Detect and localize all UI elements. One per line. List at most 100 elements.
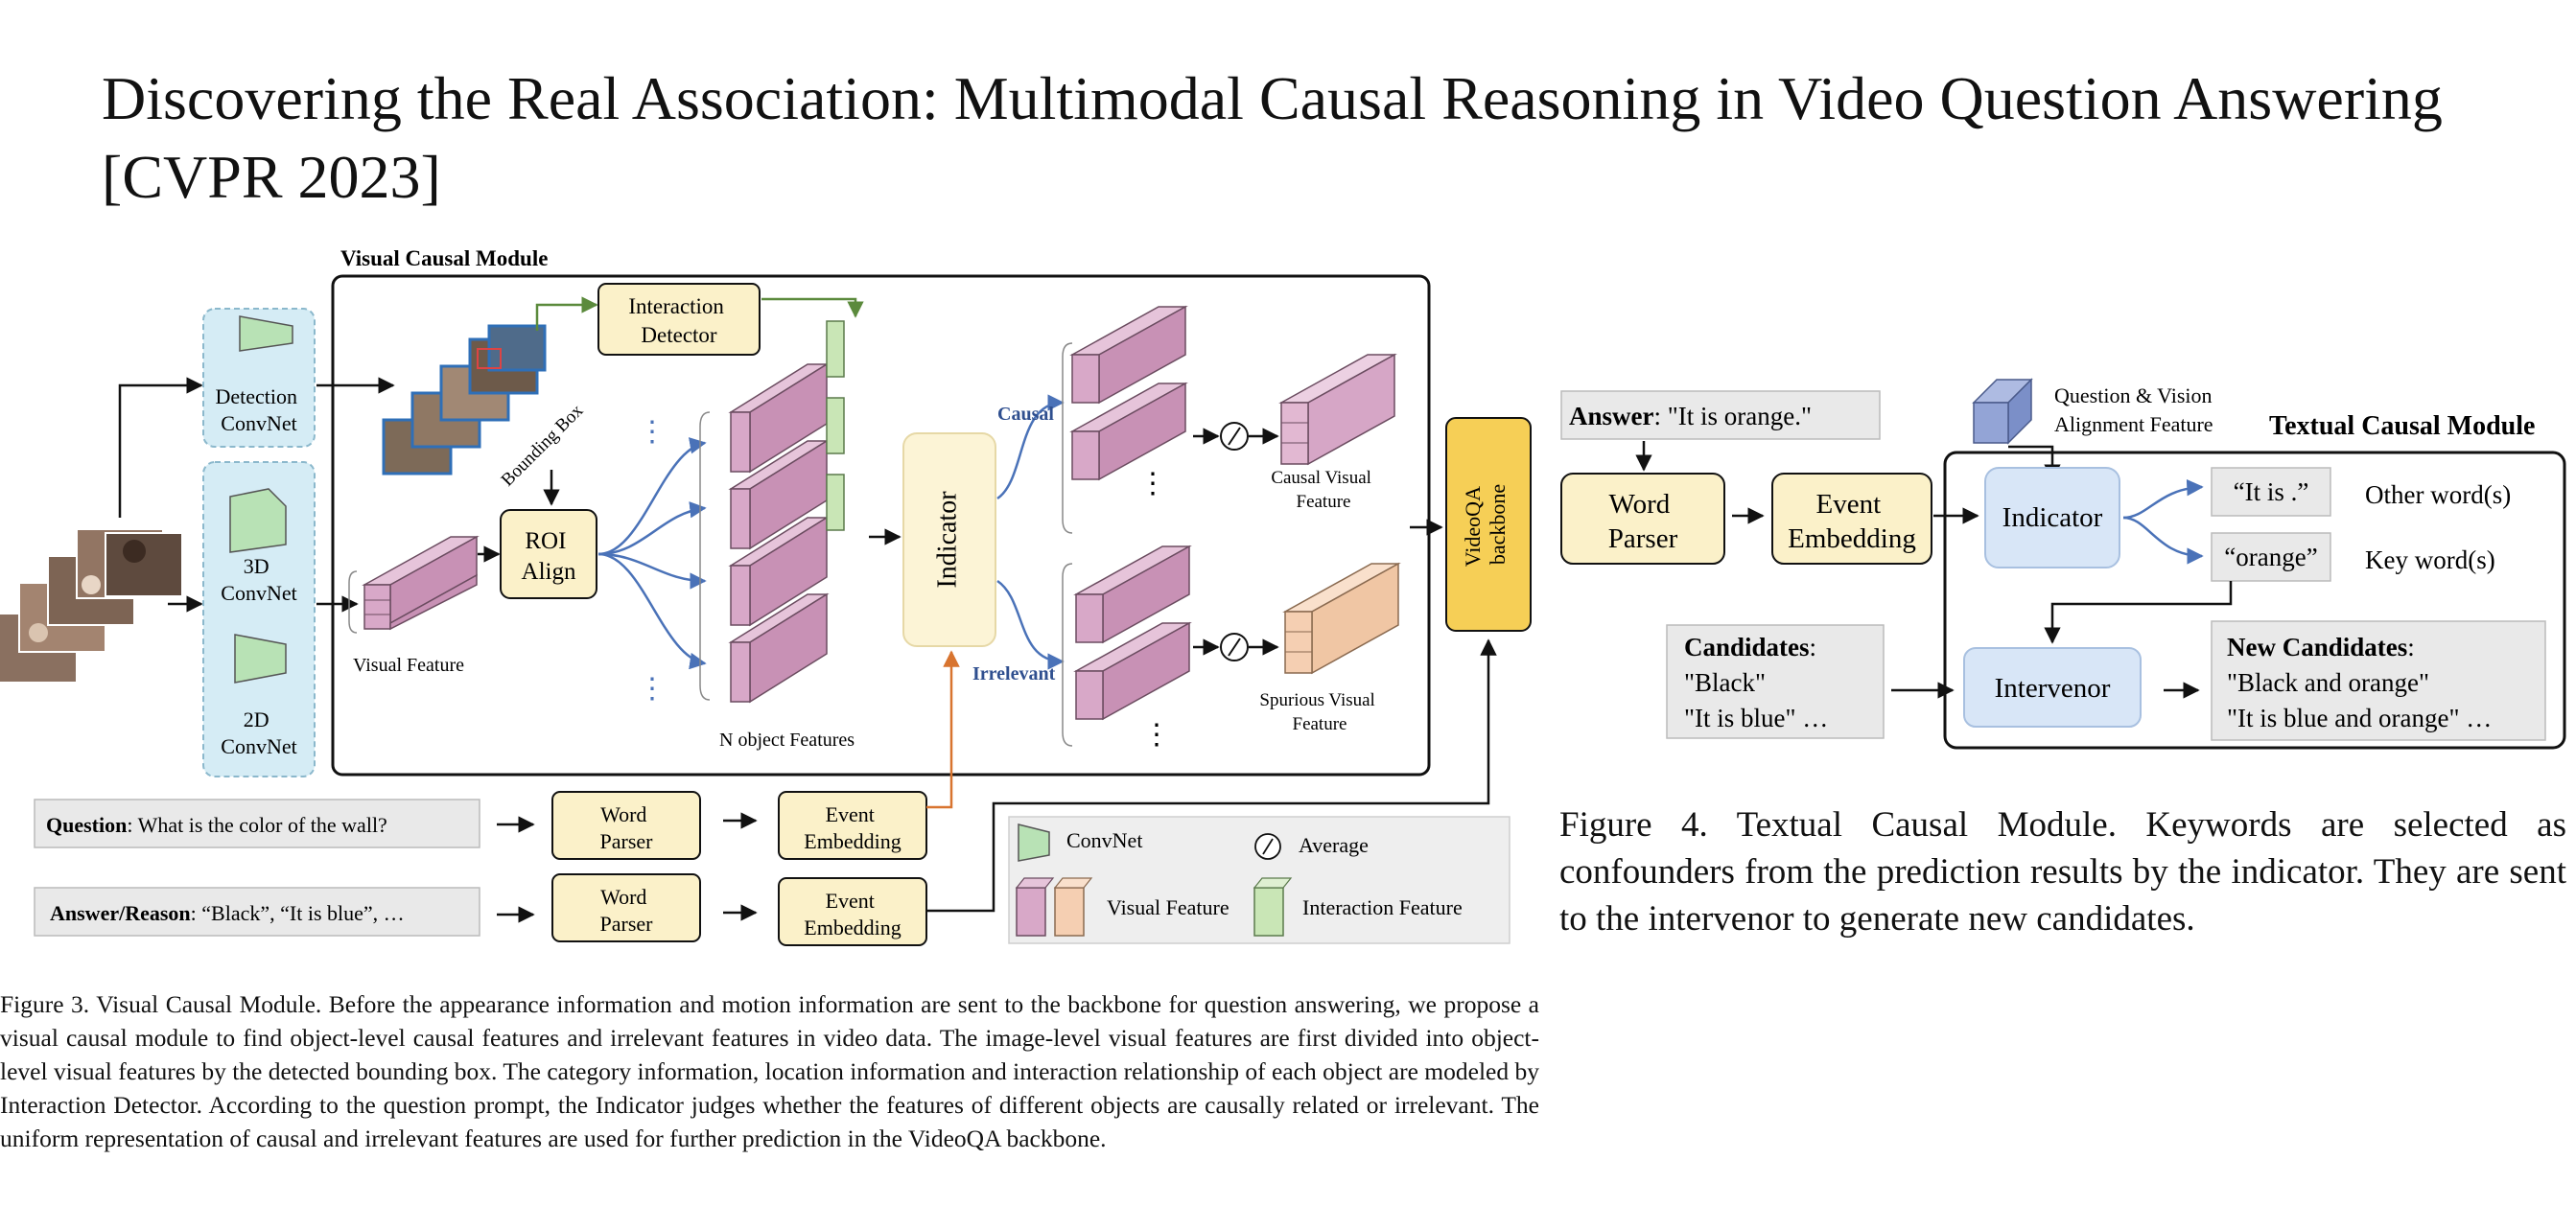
question-text: : What is the color of the wall?	[127, 813, 386, 837]
backbone-line2: backbone	[1486, 484, 1510, 565]
roi-align-line1: ROI	[525, 528, 566, 554]
other-words-label: Other word(s)	[2365, 480, 2511, 509]
event-embedding-q-line2: Embedding	[804, 829, 901, 853]
roi-align-line2: Align	[522, 559, 576, 585]
intervenor-box	[1963, 647, 2142, 728]
arrow-keyword-to-intervenor	[2044, 581, 2233, 644]
textual-causal-module-title: Textual Causal Module	[2269, 411, 2535, 441]
n-object-features-label: N object Features	[719, 730, 855, 751]
candidates-line2: "It is blue" …	[1684, 704, 1828, 732]
question-label: Question	[46, 813, 127, 837]
word-parser-f4-line2: Parser	[1608, 523, 1678, 554]
candidates-box	[1666, 624, 1885, 739]
causal-visual-feature-block	[1278, 353, 1397, 466]
visual-causal-module-title: Visual Causal Module	[340, 246, 548, 270]
roi-fanout-arrows	[597, 437, 707, 670]
svg-text:Interaction Detector: Interaction Detector	[628, 294, 729, 347]
spurious-visual-feature-line1: Spurious Visual	[1259, 690, 1374, 710]
visual-feature-block	[348, 535, 480, 634]
spurious-visual-feature-block	[1282, 562, 1401, 675]
svg-text:Answer/Reason: “Black”, “It is: Answer/Reason: “Black”, “It is blue”, …	[50, 901, 405, 925]
causal-visual-feature-line2: Feature	[1297, 492, 1351, 512]
word-parser-a-box	[551, 873, 701, 942]
svg-text:VideoQA backbone: VideoQA backbone	[1461, 482, 1510, 568]
indicator-box	[902, 432, 996, 647]
interaction-detector-box	[597, 283, 761, 356]
interaction-detector-line2: Detector	[641, 323, 717, 347]
svg-text:Detection ConvNet: Detection ConvNet	[215, 384, 302, 435]
it-is-text: “It is .”	[2234, 477, 2309, 506]
legend-interaction-feature-icon	[1253, 877, 1293, 937]
legend-visual-feature-icon	[1015, 877, 1093, 937]
event-embedding-f4-line2: Embedding	[1788, 523, 1916, 554]
legend-convnet-label: ConvNet	[1066, 828, 1142, 852]
qv-alignment-feature-icon	[1972, 378, 2033, 445]
svg-text:Event Embedding: Event Embedding	[1788, 489, 1916, 554]
conv3d-icon	[229, 488, 287, 553]
object-features-stack	[728, 320, 845, 704]
svg-text:ROI Align: ROI Align	[522, 528, 576, 585]
orange-box	[2211, 532, 2331, 582]
figure-4: Answer: "It is orange." Question & Visio…	[1560, 378, 2566, 750]
backbone-line1: VideoQA	[1461, 486, 1485, 567]
detection-convnet-icon	[239, 315, 293, 352]
object-features-brace	[699, 411, 711, 701]
svg-text:Candidates:: Candidates:	[1684, 633, 1816, 661]
textual-indicator-label: Indicator	[2002, 502, 2103, 533]
question-box	[34, 799, 480, 848]
detection-convnet-line2: ConvNet	[221, 411, 296, 435]
svg-text:2D ConvNet: 2D ConvNet	[221, 707, 296, 758]
arrow-video-to-detection	[118, 377, 203, 518]
roi-align-box	[500, 509, 597, 599]
svg-text:3D ConvNet: 3D ConvNet	[221, 554, 296, 605]
answer-reason-text: : “Black”, “It is blue”, …	[191, 901, 405, 925]
legend-interaction-feature-label: Interaction Feature	[1302, 895, 1463, 919]
qv-alignment-line1: Question & Vision	[2054, 383, 2213, 407]
detection-convnet: Detection ConvNet	[202, 308, 316, 448]
word-parser-q-line2: Parser	[600, 829, 654, 853]
interaction-detector-line1: Interaction	[628, 294, 724, 318]
new-candidates-line1: "Black and orange"	[2227, 668, 2429, 697]
indicator-branches	[996, 394, 1065, 670]
convnet-stack: 3D ConvNet 2D ConvNet	[202, 461, 316, 777]
figure-3-caption: Figure 3. Visual Causal Module. Before t…	[0, 990, 1539, 1152]
intervenor-label: Intervenor	[1995, 673, 2111, 704]
conv3d-line2: ConvNet	[221, 581, 296, 605]
new-candidates-label: New Candidates	[2227, 633, 2407, 661]
arrow-boxes-to-interaction	[535, 296, 598, 331]
svg-text:Word Parser: Word Parser	[600, 802, 654, 853]
svg-text:Word Parser: Word Parser	[1608, 489, 1678, 554]
orange-text: “orange”	[2224, 543, 2317, 571]
word-parser-q-box	[551, 791, 701, 860]
svg-text:Spurious Visual Feature: Spurious Visual Feature	[1259, 690, 1379, 734]
bounding-box-frames	[382, 324, 547, 475]
svg-text:Event Embedding: Event Embedding	[804, 889, 901, 939]
word-parser-a-line1: Word	[600, 885, 646, 909]
new-candidates-box	[2211, 620, 2546, 741]
new-candidates-line2: "It is blue and orange" …	[2227, 704, 2492, 732]
arrow-embedding-to-indicator	[926, 650, 960, 809]
indicator-label: Indicator	[932, 491, 962, 589]
legend-visual-feature-label: Visual Feature	[1107, 895, 1229, 919]
key-words-label: Key word(s)	[2365, 545, 2495, 574]
input-video-frames	[0, 528, 183, 684]
it-is-box	[2211, 467, 2331, 517]
detection-convnet-line1: Detection	[215, 384, 297, 408]
answer-reason-label: Answer/Reason	[50, 901, 191, 925]
textual-indicator-branches	[2122, 478, 2204, 565]
figure-3: Visual Causal Module Detection ConvNet	[0, 246, 1532, 946]
answer-reason-box	[34, 887, 480, 937]
videoqa-backbone-box	[1445, 417, 1532, 632]
svg-text:Causal Visual Feature: Causal Visual Feature	[1271, 468, 1375, 512]
irrelevant-features: ⋮	[1073, 545, 1192, 751]
qv-alignment-line2: Alignment Feature	[2054, 412, 2213, 436]
svg-text:Event Embedding: Event Embedding	[804, 802, 901, 853]
svg-text:Question: What is the color of: Question: What is the color of the wall?	[46, 813, 387, 837]
svg-text:New Candidates:: New Candidates:	[2227, 633, 2415, 661]
textual-indicator-box	[1984, 467, 2120, 568]
svg-text:Question & Vision Alignm: Question & Vision Alignment Feature	[2054, 383, 2217, 436]
irrelevant-label: Irrelevant	[972, 663, 1056, 684]
bounding-box-label: Bounding Box	[498, 401, 588, 491]
causal-label: Causal	[997, 404, 1054, 425]
